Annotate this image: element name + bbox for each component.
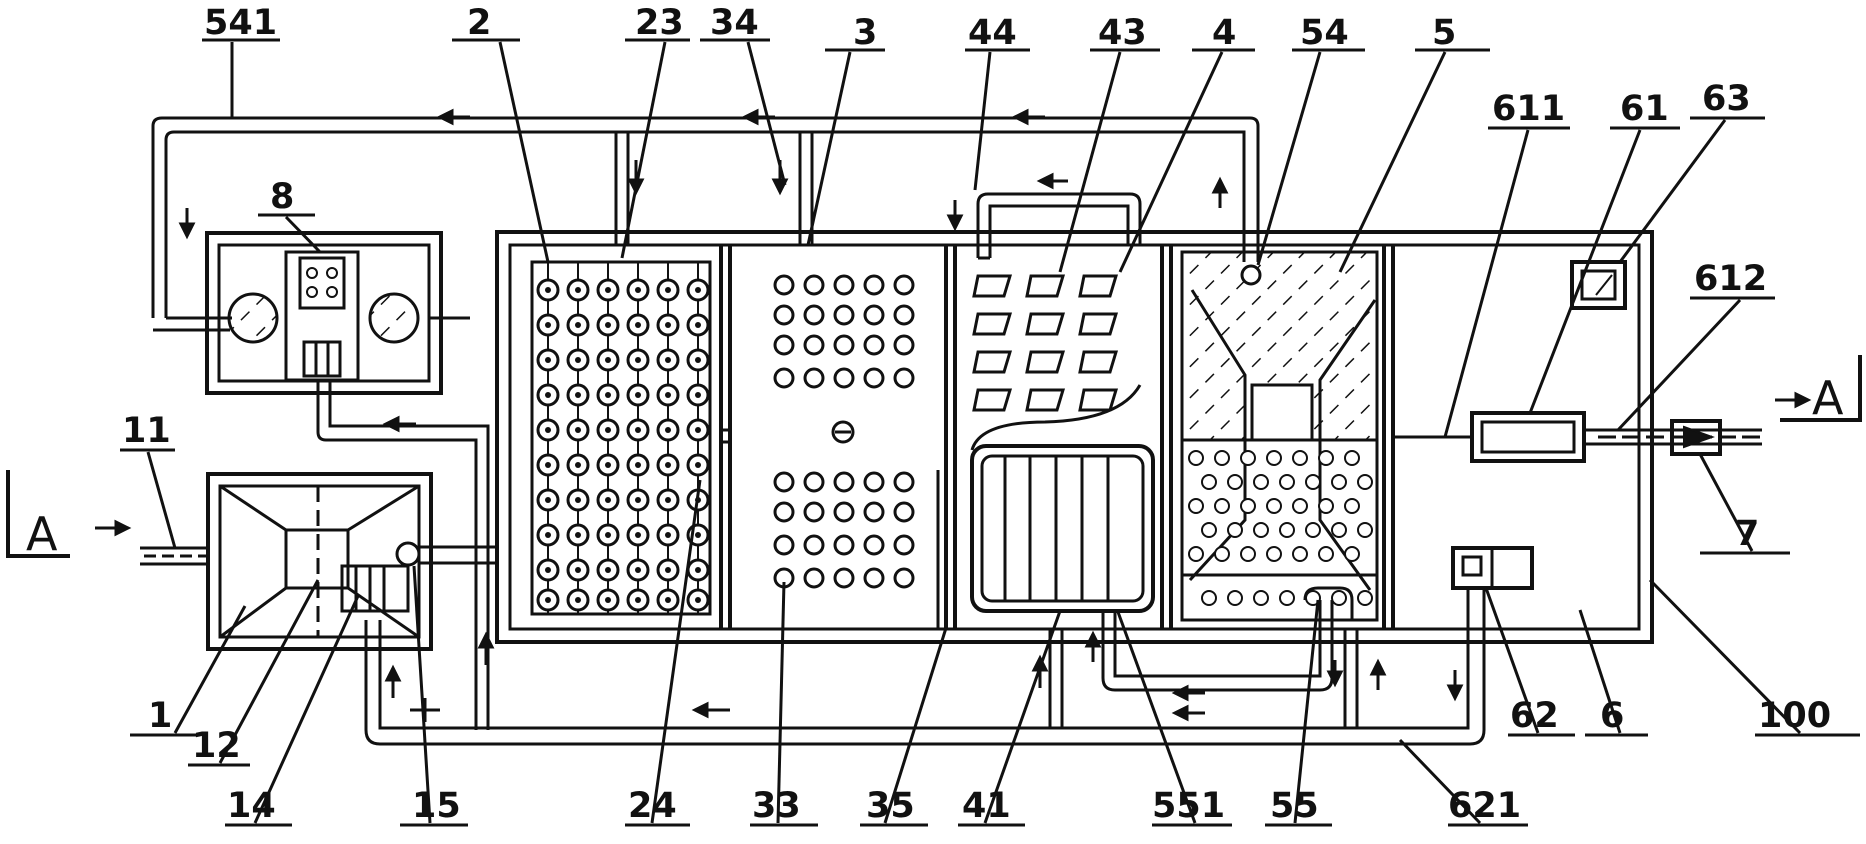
section-marker-left: [6, 470, 70, 558]
aerator-54: [1240, 264, 1262, 286]
label-44: 44: [968, 13, 1017, 53]
label-612: 612: [1694, 259, 1767, 299]
recirc-pipe-44: [976, 192, 1142, 260]
label-2: 2: [467, 3, 491, 43]
section-marker-a-right: A: [1812, 371, 1844, 425]
sludge-tank-8: [205, 231, 470, 395]
sludge-pipe: [316, 381, 490, 730]
label-4: 4: [1212, 13, 1236, 53]
media-balls-24: [536, 278, 710, 612]
transfer-pipe-15: [419, 545, 497, 565]
label-15: 15: [412, 786, 461, 826]
label-8: 8: [270, 177, 294, 217]
media-balls-55: [1188, 450, 1373, 606]
sludge-blower-right: [368, 292, 420, 344]
label-7: 7: [1735, 514, 1759, 554]
label-551: 551: [1152, 786, 1225, 826]
label-6: 6: [1600, 696, 1624, 736]
label-54: 54: [1300, 13, 1349, 53]
media-balls-33: [773, 274, 915, 589]
sludge-blower-left: [227, 292, 279, 344]
label-62: 62: [1510, 696, 1559, 736]
lift-pump-14: [340, 541, 421, 613]
media-plates-43: [972, 274, 1118, 412]
label-3: 3: [853, 13, 877, 53]
bottom-pipe-621: [364, 588, 1486, 746]
inlet-tank-1: [206, 472, 433, 651]
control-box-63-inner: [1580, 269, 1617, 301]
label-12: 12: [192, 726, 241, 766]
uv-device-61: [1470, 411, 1586, 463]
membrane-module-41: [970, 384, 1155, 613]
label-24: 24: [628, 786, 677, 826]
pump-62: [1451, 546, 1534, 590]
label-43: 43: [1098, 13, 1147, 53]
label-5: 5: [1432, 13, 1456, 53]
label-541: 541: [204, 3, 277, 43]
label-55: 55: [1270, 786, 1319, 826]
label-14: 14: [227, 786, 276, 826]
label-621: 621: [1448, 786, 1521, 826]
label-23: 23: [635, 3, 684, 43]
section-marker-a-left: A: [26, 507, 58, 561]
filter-media-5: [1180, 250, 1379, 622]
label-63: 63: [1702, 79, 1751, 119]
label-1: 1: [148, 696, 172, 736]
label-100: 100: [1758, 696, 1831, 736]
leader-lines: [120, 38, 1860, 827]
label-34: 34: [710, 3, 759, 43]
label-41: 41: [962, 786, 1011, 826]
control-box-63: [1570, 260, 1627, 310]
aerator-33: [831, 420, 855, 444]
label-61: 61: [1620, 89, 1669, 129]
label-611: 611: [1492, 89, 1565, 129]
return-pipe-541: [151, 116, 1260, 332]
label-11: 11: [122, 411, 171, 451]
inlet-pipe-11: [140, 546, 208, 566]
check-valve-7: [1670, 419, 1722, 456]
section-marker-right: [1780, 355, 1862, 422]
label-33: 33: [752, 786, 801, 826]
label-35: 35: [866, 786, 915, 826]
packing-frame-24: [530, 260, 712, 616]
flow-arrows: [95, 108, 1812, 722]
